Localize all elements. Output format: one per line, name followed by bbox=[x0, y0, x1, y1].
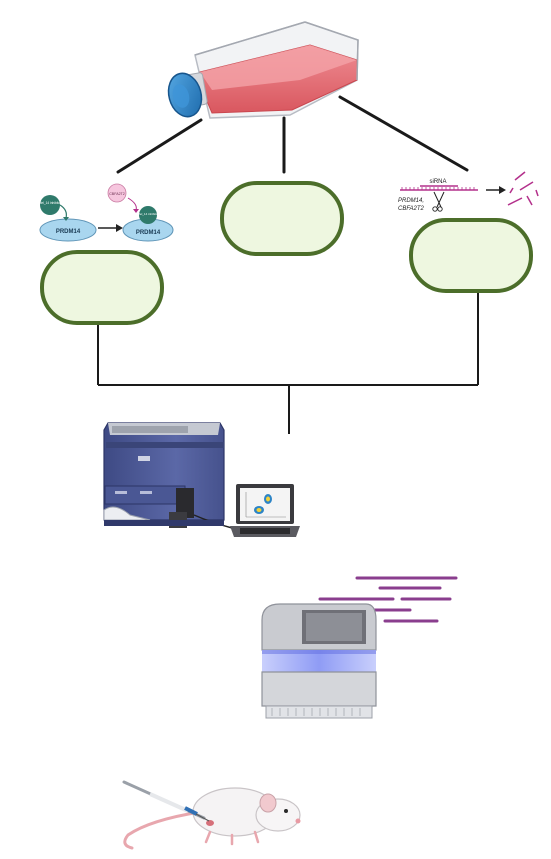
sequencer-icon bbox=[261, 603, 377, 719]
sirna-mechanism: siRNA PRDM14, CBFA2T2 bbox=[398, 171, 539, 212]
complex-inhibitor-label: Mel_14 inhibitor bbox=[137, 212, 158, 216]
laptop-icon bbox=[230, 484, 300, 537]
inhibitor-label: Mel_14 inhibitor bbox=[39, 201, 62, 205]
culture-flask-icon bbox=[167, 21, 359, 119]
branch-line-right bbox=[338, 95, 469, 172]
branch-line-left bbox=[116, 118, 203, 174]
converging-bracket bbox=[97, 293, 479, 434]
target-label-2: CBFA2T2 bbox=[398, 206, 425, 212]
mouse-injection-icon bbox=[122, 780, 301, 850]
target-label-1: PRDM14, bbox=[398, 198, 424, 204]
inhibitor-mechanism: PRDM14 Mel_14 inhibitor CBFA2T2 PRDM14 M… bbox=[39, 183, 174, 242]
binder-label: CBFA2T2 bbox=[109, 192, 125, 196]
treatment-box-center bbox=[220, 181, 344, 256]
protein-label: PRDM14 bbox=[56, 229, 81, 235]
branch-lines bbox=[116, 95, 469, 174]
degraded-rna-icon bbox=[507, 171, 539, 206]
flow-cytometer-icon bbox=[103, 422, 233, 529]
sirna-label: siRNA bbox=[429, 179, 446, 185]
treatment-box-right bbox=[409, 218, 533, 293]
scissors-icon bbox=[432, 191, 445, 212]
treatment-box-left bbox=[40, 250, 164, 325]
sequencing-reads-icon bbox=[318, 576, 458, 623]
complex-protein-label: PRDM14 bbox=[136, 230, 161, 236]
